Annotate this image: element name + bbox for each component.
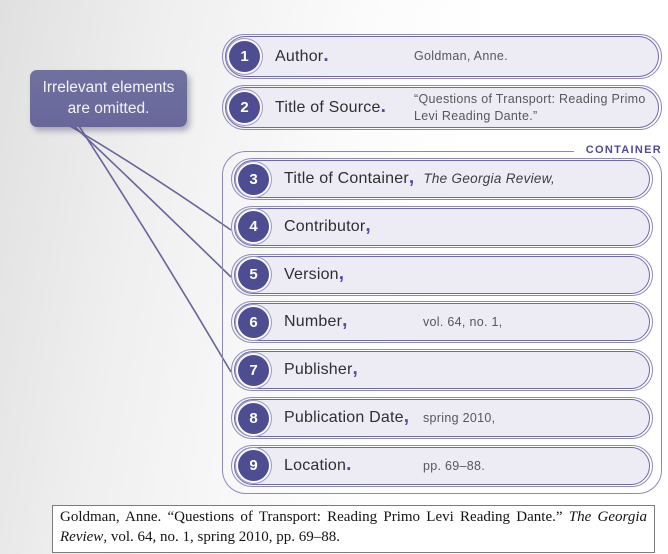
element-row-publication-date: 8 Publication Date, spring 2010, [231,397,653,440]
pill: 1 Author. Goldman, Anne. [225,36,659,77]
element-value: pp. 69–88. [423,458,486,473]
container-group: CONTAINER 3 Title of Container, The Geor… [222,144,664,494]
element-value: The Georgia Review, [423,170,556,186]
citation-part2: , vol. 64, no. 1, spring 2010, pp. 69–88… [103,528,340,545]
number-badge: 7 [238,354,269,386]
label-punctuation: , [365,214,371,236]
label-punctuation: . [323,44,329,66]
label-punctuation: , [403,406,410,428]
element-row-publisher: 7 Publisher, [231,349,653,392]
assembled-citation: Goldman, Anne. “Questions of Transport: … [52,505,655,553]
label-punctuation: , [352,358,358,380]
pill-outline [222,85,662,130]
label-punctuation: . [346,453,352,475]
callout-text: Irrelevant elements are omitted. [42,79,175,117]
element-label: Location [284,456,347,474]
element-label: Author [275,47,324,65]
number-badge: 8 [238,402,269,434]
element-row-contributor: 4 Contributor, [231,205,653,248]
pill: 4 Contributor, [234,207,650,246]
element-label: Contributor [284,217,366,235]
label-punctuation: , [342,310,348,332]
pill-outline [231,349,653,392]
number-badge: 9 [238,450,269,482]
pill: 9 Location. pp. 69–88. [234,446,650,485]
label-punctuation: . [380,95,387,117]
element-row-title-of-container: 3 Title of Container, The Georgia Review… [231,158,653,200]
number-badge: 1 [229,41,260,72]
citation-elements-column: 1 Author. Goldman, Anne. 2 Title of Sour… [222,34,664,494]
container-label: CONTAINER [573,144,664,156]
number-badge: 6 [238,306,269,338]
number-badge: 5 [238,259,269,291]
element-label: Publication Date [284,409,404,427]
pill-outline [222,34,662,79]
element-label: Title of Source [275,98,381,116]
element-value: vol. 64, no. 1, [423,315,503,330]
pill-outline [231,158,653,200]
element-label: Publisher [284,361,353,379]
pill-outline [231,397,653,440]
pill-outline [231,253,653,296]
number-badge: 3 [238,163,269,195]
pill: 3 Title of Container, The Georgia Review… [234,160,650,198]
element-row-version: 5 Version, [231,253,653,296]
number-badge: 2 [229,92,260,123]
number-badge: 4 [238,211,269,243]
citation-part1: Goldman, Anne. “Questions of Transport: … [60,509,569,525]
pill-outline [231,205,653,248]
citation-journal-title: The Georgia Review [60,509,647,545]
element-value: “Questions of Transport: Reading Primo L… [414,91,646,123]
element-label: Title of Container [284,170,409,187]
element-label: Version [284,265,339,283]
pill: 2 Title of Source. “Questions of Transpo… [225,87,659,128]
element-label: Number [284,313,343,331]
pill: 6 Number, vol. 64, no. 1, [234,303,650,342]
element-row-number: 6 Number, vol. 64, no. 1, [231,301,653,344]
pill-outline [231,444,653,487]
element-value: spring 2010, [423,410,496,425]
pill: 7 Publisher, [234,351,650,390]
pill: 5 Version, [234,255,650,294]
label-punctuation: , [338,262,345,284]
element-value: Goldman, Anne. [414,49,508,64]
element-row-location: 9 Location. pp. 69–88. [231,444,653,487]
element-row-author: 1 Author. Goldman, Anne. [222,34,662,79]
element-row-title-of-source: 2 Title of Source. “Questions of Transpo… [222,85,662,130]
pill: 8 Publication Date, spring 2010, [234,399,650,438]
label-punctuation: , [408,167,415,188]
pill-outline [231,301,653,344]
callout-irrelevant-elements: Irrelevant elements are omitted. [30,70,187,127]
